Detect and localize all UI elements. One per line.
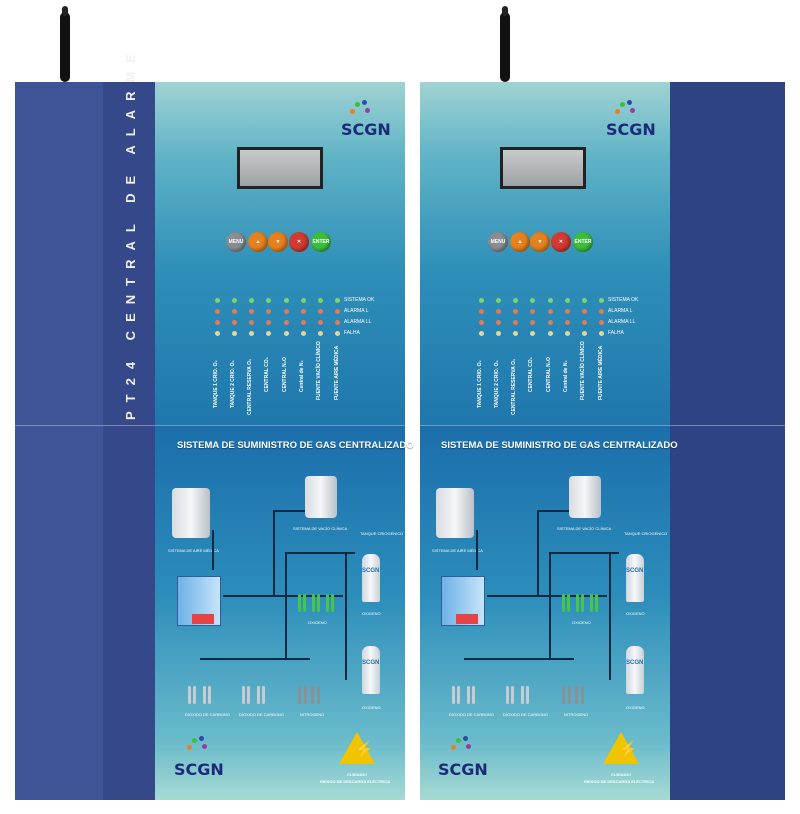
cryogenic-tank bbox=[362, 554, 380, 602]
column-label: FUENTE AIRE MÉDICA bbox=[334, 345, 340, 400]
aire-label: SISTEMA DE AIRE MÉDICA bbox=[432, 548, 483, 553]
legend-alarma-ll: ALARMA LL bbox=[608, 319, 636, 325]
column-label: CENTRAL CO₂ bbox=[264, 357, 270, 392]
oxigeno-label: OXIGENO bbox=[362, 705, 381, 710]
vacio-unit bbox=[305, 476, 337, 518]
enter-button[interactable]: ENTER bbox=[573, 232, 593, 252]
cryogenic-tank bbox=[362, 646, 380, 694]
column-label: Central de N₂ bbox=[299, 360, 305, 392]
nitrogeno-label: NITROGENO bbox=[564, 712, 589, 717]
column-label: TANQUE 1 CRIO. O₂ bbox=[477, 360, 483, 408]
down-button[interactable]: ▼ bbox=[268, 232, 288, 252]
cancel-button[interactable]: ✕ bbox=[551, 232, 571, 252]
column-label: CENTRAL N₂O bbox=[546, 357, 552, 392]
oxigeno-label: OXIGENO bbox=[572, 620, 591, 625]
vacio-unit bbox=[569, 476, 601, 518]
antenna-icon bbox=[60, 6, 70, 82]
column-label: FUENTE VACÍO CLÍNICO bbox=[316, 341, 322, 400]
menu-button[interactable]: MENU bbox=[226, 232, 246, 252]
warning-line2: RIESGO DE DESCARGA ELÉCTRICA bbox=[320, 779, 391, 784]
legend-falha: FALHA bbox=[608, 330, 624, 336]
cryogenic-tank bbox=[626, 554, 644, 602]
warning-triangle-icon: ⚡ bbox=[603, 732, 639, 764]
legend-sistema-ok: SISTEMA OK bbox=[344, 297, 375, 303]
warning-line1: CUIDADO! bbox=[611, 772, 631, 777]
scgn-logo-icon: SCGN bbox=[600, 100, 660, 150]
diagram-title: SISTEMA DE SUMINISTRO DE GAS CENTRALIZAD… bbox=[441, 440, 678, 451]
legend-alarma-l: ALARMA L bbox=[344, 308, 369, 314]
oxigeno-label: OXIGENO bbox=[362, 611, 381, 616]
aire-compressor bbox=[172, 488, 210, 538]
nitrogeno-label: NITROGENO bbox=[300, 712, 325, 717]
logo-text: SCGN bbox=[606, 120, 656, 139]
down-button[interactable]: ▼ bbox=[530, 232, 550, 252]
column-label: TANQUE 1 CRIO. O₂ bbox=[213, 360, 219, 408]
left-cabinet-side bbox=[15, 82, 103, 800]
warning-line1: CUIDADO! bbox=[347, 772, 367, 777]
column-label: CENTRAL RESERVA O₂ bbox=[247, 358, 253, 415]
scgn-logo-icon: SCGN bbox=[335, 100, 395, 150]
oxigeno-label: OXIGENO bbox=[308, 620, 327, 625]
column-label: Central de N₂ bbox=[563, 360, 569, 392]
column-label: TANQUE 2 CRIO. O₂ bbox=[230, 360, 236, 408]
left-upper-face bbox=[155, 82, 405, 425]
right-cabinet-side bbox=[670, 82, 785, 800]
co2-label-b: DIOXIDO DE CARBONO bbox=[503, 712, 548, 717]
cancel-button[interactable]: ✕ bbox=[289, 232, 309, 252]
vacio-label: SISTEMA DE VACÍO CLÍNICA bbox=[293, 526, 348, 531]
cryogenic-tank bbox=[626, 646, 644, 694]
warning-triangle-icon: ⚡ bbox=[339, 732, 375, 764]
co2-label-a: DIOXIDO DE CARBONO bbox=[449, 712, 494, 717]
tanque-label: TANQUE CRIOGÉNICO bbox=[624, 531, 668, 536]
column-label: FUENTE VACÍO CLÍNICO bbox=[580, 341, 586, 400]
enter-button[interactable]: ENTER bbox=[311, 232, 331, 252]
column-label: TANQUE 2 CRIO. O₂ bbox=[494, 360, 500, 408]
tank-tag: SCGN bbox=[362, 568, 380, 574]
logo-text: SCGN bbox=[174, 760, 224, 779]
antenna-icon bbox=[500, 6, 510, 82]
hospital-building bbox=[436, 572, 488, 628]
warning-line2: RIESGO DE DESCARGA ELÉCTRICA bbox=[584, 779, 655, 784]
diagram-title: SISTEMA DE SUMINISTRO DE GAS CENTRALIZAD… bbox=[177, 440, 414, 451]
legend-sistema-ok: SISTEMA OK bbox=[608, 297, 639, 303]
tank-tag: SCGN bbox=[362, 660, 380, 666]
up-button[interactable]: ▲ bbox=[510, 232, 530, 252]
legend-alarma-ll: ALARMA LL bbox=[344, 319, 372, 325]
oxigeno-label: OXIGENO bbox=[626, 611, 645, 616]
left-seam bbox=[15, 425, 405, 426]
tank-tag: SCGN bbox=[626, 660, 644, 666]
tanque-label: TANQUE CRIOGÉNICO bbox=[360, 531, 404, 536]
scgn-logo-icon: SCGN bbox=[172, 736, 232, 786]
co2-label-b: DIOXIDO DE CARBONO bbox=[239, 712, 284, 717]
menu-button[interactable]: MENU bbox=[488, 232, 508, 252]
aire-label: SISTEMA DE AIRE MÉDICA bbox=[168, 548, 219, 553]
cabinet-vertical-title: PT24 CENTRAL DE ALARME bbox=[123, 45, 138, 420]
column-label: FUENTE AIRE MÉDICA bbox=[598, 345, 604, 400]
up-button[interactable]: ▲ bbox=[248, 232, 268, 252]
logo-text: SCGN bbox=[341, 120, 391, 139]
tank-tag: SCGN bbox=[626, 568, 644, 574]
column-label: CENTRAL CO₂ bbox=[528, 357, 534, 392]
right-upper-face bbox=[420, 82, 670, 425]
aire-compressor bbox=[436, 488, 474, 538]
co2-label-a: DIOXIDO DE CARBONO bbox=[185, 712, 230, 717]
oxigeno-label: OXIGENO bbox=[626, 705, 645, 710]
column-label: CENTRAL RESERVA O₂ bbox=[511, 358, 517, 415]
scgn-logo-icon: SCGN bbox=[436, 736, 496, 786]
left-cabinet-strip bbox=[103, 82, 155, 800]
lcd-display bbox=[500, 147, 586, 189]
hospital-building bbox=[172, 572, 224, 628]
vacio-label: SISTEMA DE VACÍO CLÍNICA bbox=[557, 526, 612, 531]
column-label: CENTRAL N₂O bbox=[282, 357, 288, 392]
right-seam bbox=[420, 425, 785, 426]
lcd-display bbox=[237, 147, 323, 189]
legend-alarma-l: ALARMA L bbox=[608, 308, 633, 314]
logo-text: SCGN bbox=[438, 760, 488, 779]
legend-falha: FALHA bbox=[344, 330, 360, 336]
